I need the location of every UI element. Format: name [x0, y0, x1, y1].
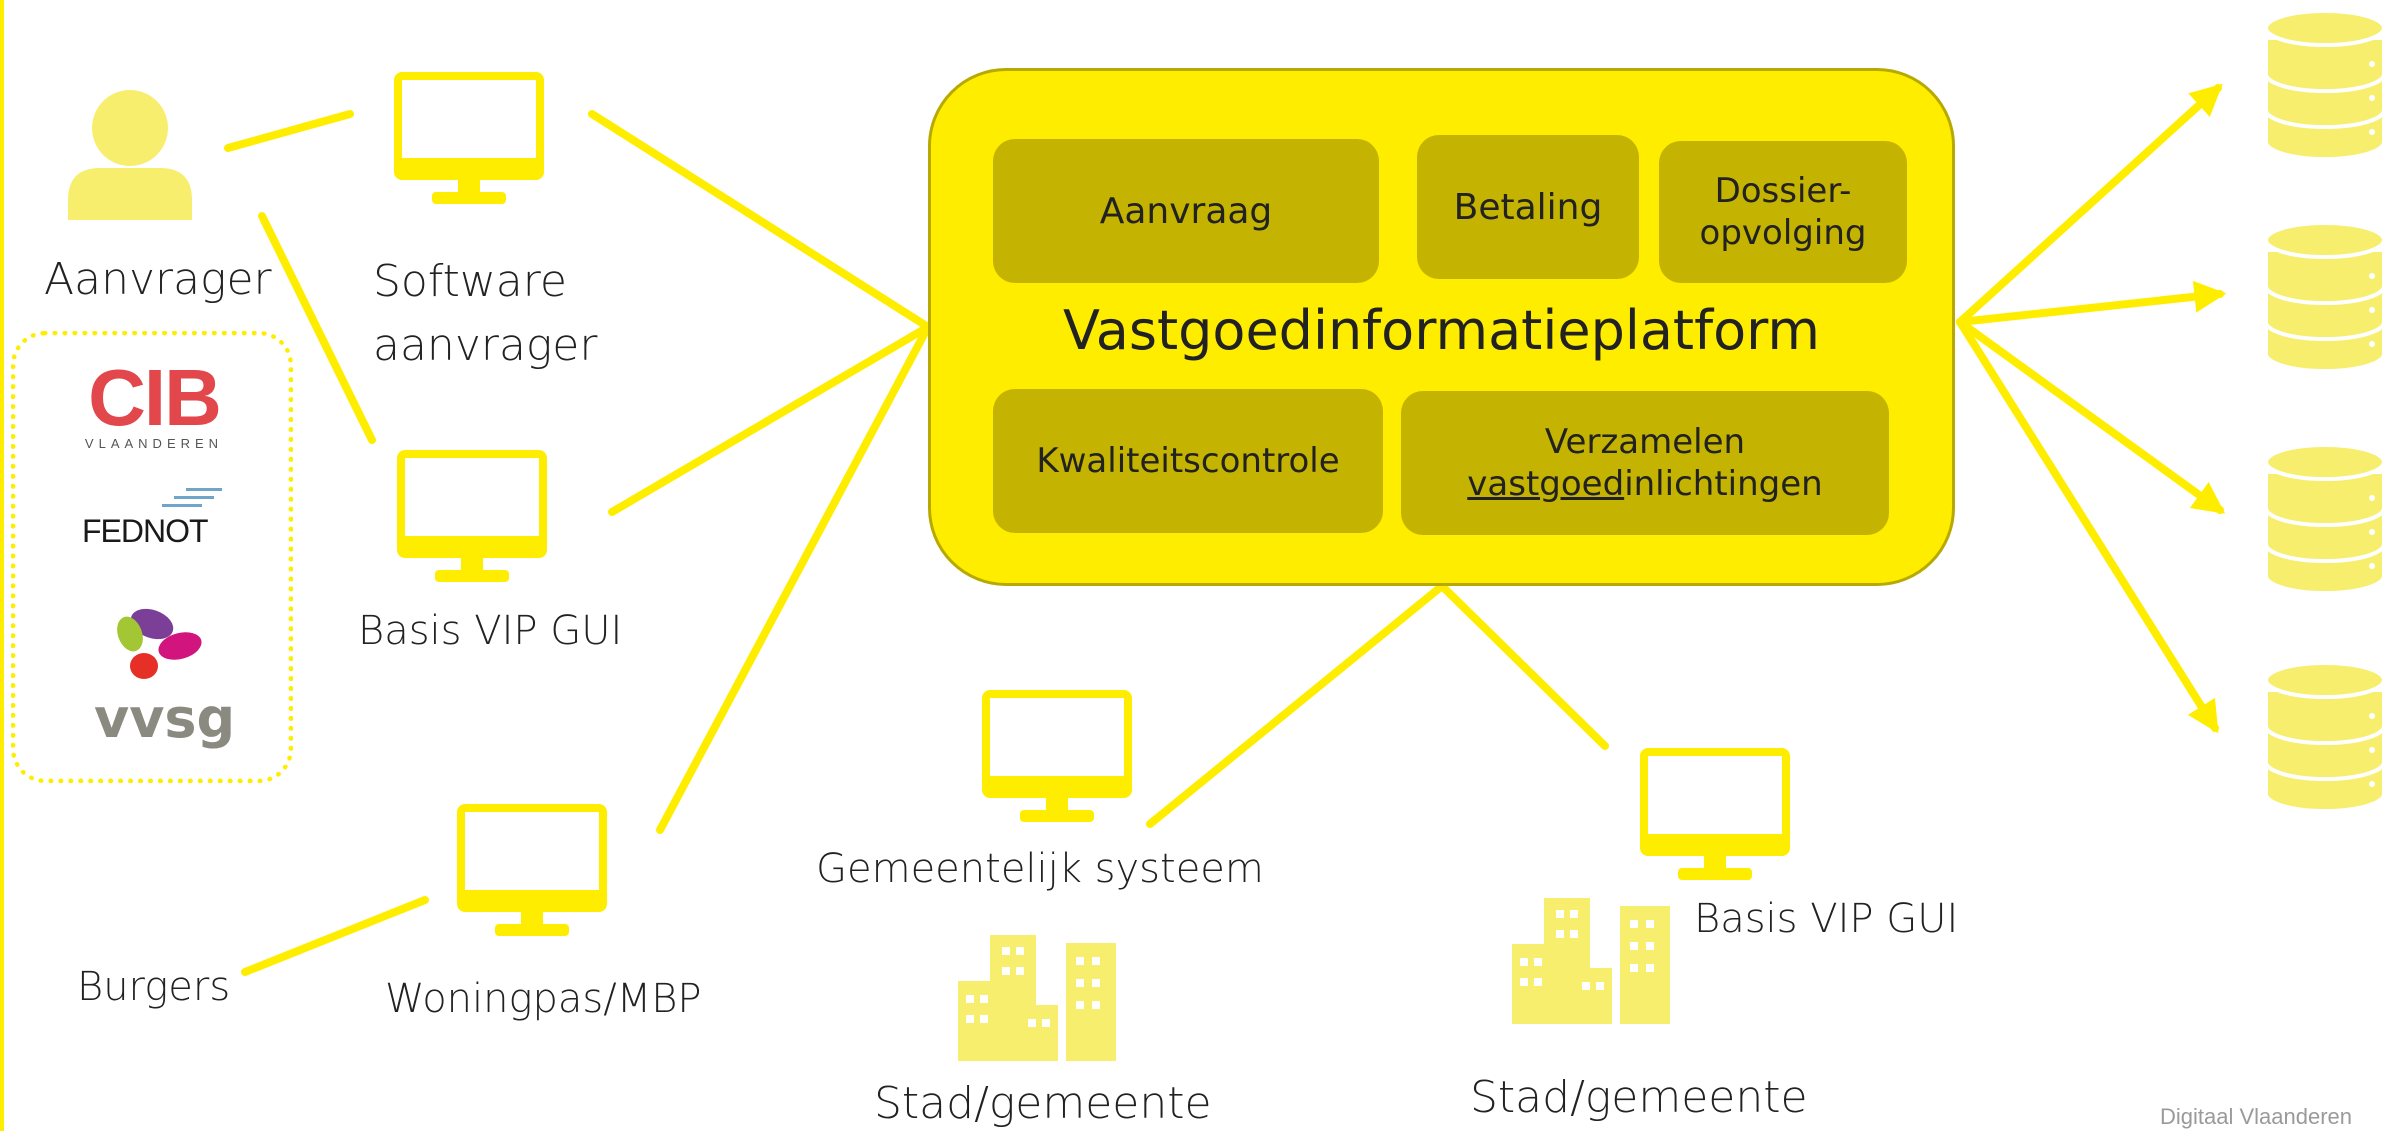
module-quality-control: Kwaliteitscontrole: [993, 389, 1383, 533]
user-icon: [68, 90, 192, 220]
municipal-system-label: Gemeentelijk systeem: [816, 846, 1264, 892]
left-accent-rule: [0, 0, 4, 1131]
line-software-platform: [588, 110, 932, 331]
fednot-logo-text: FEDNOT: [82, 513, 209, 549]
database-icon: [2264, 221, 2386, 373]
vvsg-logo: vvsg: [94, 604, 236, 750]
basic-gui-right-label: Basis VIP GUI: [1694, 896, 1959, 942]
partner-logos-group: CIB VLAANDEREN FEDNOT vvsg: [11, 331, 293, 783]
requester-label: Aanvrager: [44, 254, 272, 305]
database-icon: [2264, 661, 2386, 813]
basic-gui-left-label: Basis VIP GUI: [358, 608, 623, 654]
line-basic-gui-platform: [608, 323, 932, 516]
line-platform-municipal-system: [1146, 582, 1446, 828]
vvsg-flower-icon: [117, 608, 202, 679]
database-icon: [2264, 443, 2386, 595]
platform-title: Vastgoedinformatieplatform: [1062, 299, 1821, 362]
module-collect-line2: vastgoedinlichtingen: [1467, 463, 1822, 506]
module-dossier-line1: Dossier-: [1714, 170, 1852, 211]
line-platform-basic-gui-right: [1438, 582, 1609, 750]
monitor-icon: [1640, 748, 1790, 880]
line-requester-software: [224, 110, 354, 152]
line-citizens-housing-pass: [241, 896, 429, 976]
footer-text: Digitaal Vlaanderen: [2160, 1104, 2353, 1129]
monitor-icon: [457, 804, 607, 936]
database-icon: [2264, 9, 2386, 161]
module-request: Aanvraag: [993, 139, 1379, 283]
module-payment: Betaling: [1417, 135, 1639, 279]
cib-logo-subtitle: VLAANDEREN: [84, 436, 224, 451]
monitor-icon: [397, 450, 547, 582]
module-collect-underlined: vastgoed: [1467, 464, 1625, 504]
arrow-database-4: [1956, 318, 2219, 734]
arrow-database-2: [1956, 280, 2227, 326]
city-right-label: Stad/gemeente: [1470, 1072, 1808, 1123]
module-dossier-line2: opvolging: [1699, 213, 1867, 253]
arrow-database-3: [1956, 318, 2226, 514]
fednot-stripes-icon: [162, 488, 222, 507]
citizens-label: Burgers: [77, 964, 231, 1010]
module-collect-information: Verzamelen vastgoedinlichtingen: [1401, 391, 1889, 535]
city-buildings-icon: [1512, 898, 1670, 1024]
monitor-icon: [394, 72, 544, 204]
software-requester-line2: aanvrager: [373, 320, 598, 371]
module-collect-line1: Verzamelen: [1544, 421, 1746, 462]
city-buildings-icon: [958, 935, 1116, 1061]
module-dossier-tracking: Dossier- opvolging: [1659, 141, 1907, 283]
fednot-logo: FEDNOT: [82, 486, 232, 550]
software-requester-line1: Software: [373, 256, 567, 307]
line-requester-basic-gui: [258, 212, 376, 444]
platform-box: Aanvraag Betaling Dossier- opvolging Vas…: [928, 68, 1955, 586]
line-housing-pass-platform: [656, 323, 932, 834]
housing-pass-label: Woningpas/MBP: [385, 976, 702, 1022]
cib-logo-text: CIB: [88, 353, 222, 442]
cib-logo: CIB VLAANDEREN: [84, 353, 224, 452]
module-collect-rest: inlichtingen: [1624, 464, 1823, 504]
vvsg-logo-text: vvsg: [94, 687, 236, 750]
arrow-database-1: [1956, 83, 2223, 326]
monitor-icon: [982, 690, 1132, 822]
city-left-label: Stad/gemeente: [874, 1078, 1212, 1129]
software-requester-label: Software aanvrager: [373, 250, 598, 378]
